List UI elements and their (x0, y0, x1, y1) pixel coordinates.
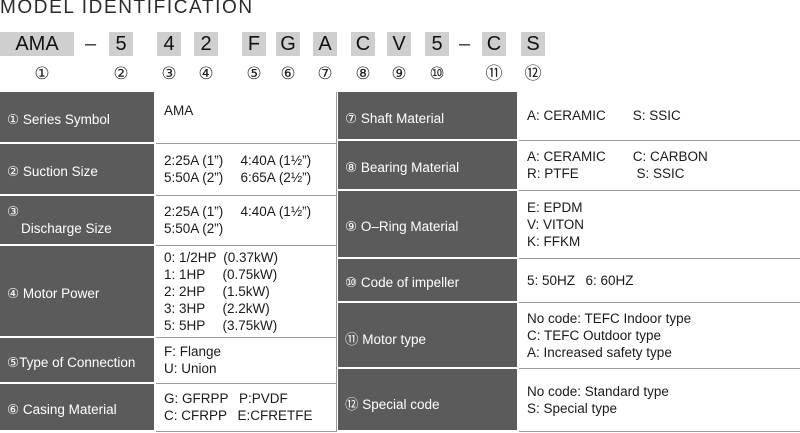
table-row: ⑧ Bearing Material A: CERAMIC C: CARBON … (338, 140, 800, 191)
value-line: AMA (164, 102, 194, 118)
row-label-type-of-connection: ⑤Type of Connection (0, 337, 156, 384)
code-char-motor-type: C (482, 32, 506, 56)
row-value-motor-type: No code: TEFC Indoor type C: TEFC Outdoo… (518, 302, 800, 369)
value-line: C: TEFC Outdoor type (527, 327, 662, 343)
code-char-impeller: 5 (425, 32, 449, 56)
value-line: 5:50A (2”) (164, 221, 224, 236)
row-value-suction-size: 2:25A (1”) 4:40A (1½”) 5:50A (2”) 6:65A … (155, 143, 337, 196)
row-value-type-of-connection: F: Flange U: Union (155, 337, 337, 384)
row-value-special-code: No code: Standard type S: Special type (518, 368, 800, 432)
value-line: G: GFRPP P:PVDF (164, 391, 288, 406)
position-number-row: ① ② ③ ④ ⑤ ⑥ ⑦ ⑧ ⑨ ⑩ ⑪ ⑫ (0, 64, 800, 84)
value-line: 2: 2HP (1.5kW) (164, 283, 270, 299)
value-line: No code: Standard type (527, 383, 669, 399)
table-row: ① Series Symbol AMA (0, 92, 337, 144)
row-value-series-symbol: AMA (155, 92, 337, 144)
position-number: ① (34, 64, 50, 83)
table-row: ④ Motor Power 0: 1/2HP (0.37kW) 1: 1HP (… (0, 245, 337, 338)
value-line: V: VITON (527, 216, 585, 232)
row-label-oring-material: ⑨ O–Ring Material (338, 190, 519, 259)
row-label-bearing-material: ⑧ Bearing Material (338, 140, 519, 191)
row-label-series-symbol: ① Series Symbol (0, 92, 156, 144)
value-line: A: CERAMIC S: SSIC (527, 108, 681, 124)
position-number: ⑪ (485, 64, 503, 83)
code-series: AMA (0, 32, 74, 56)
row-label-motor-power: ④ Motor Power (0, 245, 156, 338)
row-label-motor-type: ⑪ Motor type (338, 302, 519, 369)
row-label-discharge-size: ③ Discharge Size (0, 195, 156, 246)
row-label-shaft-material: ⑦ Shaft Material (338, 92, 519, 141)
code-dash-2: – (459, 33, 471, 55)
code-char-shaft: A (313, 32, 337, 56)
value-line: 2:25A (1”) 4:40A (1½”) (164, 204, 312, 219)
value-line: C: CFRPP E:CFRETFE (164, 408, 313, 423)
table-row: ⑦ Shaft Material A: CERAMIC S: SSIC (338, 92, 800, 141)
value-line: U: Union (164, 361, 217, 376)
value-line: A: Increased safety type (527, 344, 672, 360)
code-char-discharge: 4 (157, 32, 181, 56)
row-value-motor-power: 0: 1/2HP (0.37kW) 1: 1HP (0.75kW) 2: 2HP… (155, 245, 337, 338)
position-number: ④ (198, 64, 214, 83)
value-line: E: EPDM (527, 199, 583, 215)
table-row: ⑤Type of Connection F: Flange U: Union (0, 337, 337, 384)
row-value-casing-material: G: GFRPP P:PVDF C: CFRPP E:CFRETFE (155, 383, 337, 432)
table-row: ⑪ Motor type No code: TEFC Indoor type C… (338, 302, 800, 369)
value-line: 5: 50HZ 6: 60HZ (527, 272, 634, 288)
value-line: 0: 1/2HP (0.37kW) (164, 249, 279, 265)
position-number: ⑩ (429, 64, 445, 83)
value-line: 5: 5HP (3.75kW) (164, 317, 278, 333)
code-char-suction: 5 (109, 32, 133, 56)
position-number: ② (113, 64, 129, 83)
row-label-special-code: ⑫ Special code (338, 368, 519, 432)
value-line: S: Special type (527, 400, 618, 416)
position-number: ⑦ (317, 64, 333, 83)
row-label-casing-material: ⑥ Casing Material (0, 383, 156, 432)
value-line: 3: 3HP (2.2kW) (164, 300, 270, 316)
model-code-row: AMA – 5 4 2 F G A C V 5 – C S (0, 32, 800, 58)
row-value-code-of-impeller: 5: 50HZ 6: 60HZ (518, 258, 800, 303)
value-line: K: FFKM (527, 233, 581, 249)
row-value-shaft-material: A: CERAMIC S: SSIC (518, 92, 800, 141)
row-value-oring-material: E: EPDM V: VITON K: FFKM (518, 190, 800, 259)
code-char-bearing: C (351, 32, 375, 56)
position-number: ⑤ (246, 64, 262, 83)
label-text: Discharge Size (21, 221, 112, 236)
value-line: F: Flange (164, 344, 222, 359)
value-line: 5:50A (2”) 6:65A (2½”) (164, 170, 312, 185)
position-number: ⑧ (355, 64, 371, 83)
code-char-oring: V (387, 32, 411, 56)
position-number: ⑫ (524, 64, 542, 83)
value-line: R: PTFE S: SSIC (527, 166, 685, 181)
table-row: ⑫ Special code No code: Standard type S:… (338, 368, 800, 432)
code-char-motor-power: 2 (194, 32, 218, 56)
spec-table-right: ⑦ Shaft Material A: CERAMIC S: SSIC ⑧ Be… (338, 92, 800, 432)
value-line: 2:25A (1”) 4:40A (1½”) (164, 153, 312, 168)
value-line: 1: 1HP (0.75kW) (164, 266, 278, 282)
code-char-casing: G (276, 32, 300, 56)
code-char-special: S (521, 32, 545, 56)
value-line: A: CERAMIC C: CARBON (527, 149, 708, 164)
code-char-connection: F (242, 32, 266, 56)
table-row: ⑥ Casing Material G: GFRPP P:PVDF C: CFR… (0, 383, 337, 432)
row-value-discharge-size: 2:25A (1”) 4:40A (1½”) 5:50A (2”) (155, 195, 337, 246)
position-number: ⑨ (391, 64, 407, 83)
table-row: ③ Discharge Size 2:25A (1”) 4:40A (1½”) … (0, 195, 337, 246)
spec-table-left: ① Series Symbol AMA ② Suction Size 2:25A… (0, 92, 337, 432)
code-dash-1: – (85, 33, 97, 55)
table-row: ⑩ Code of impeller 5: 50HZ 6: 60HZ (338, 258, 800, 303)
page-title: MODEL IDENTIFICATION (0, 0, 254, 18)
table-row: ⑨ O–Ring Material E: EPDM V: VITON K: FF… (338, 190, 800, 259)
row-label-code-of-impeller: ⑩ Code of impeller (338, 258, 519, 303)
table-row: ② Suction Size 2:25A (1”) 4:40A (1½”) 5:… (0, 143, 337, 196)
row-value-bearing-material: A: CERAMIC C: CARBON R: PTFE S: SSIC (518, 140, 800, 191)
position-number: ⑥ (280, 64, 296, 83)
value-line: No code: TEFC Indoor type (527, 310, 692, 326)
label-number: ③ (7, 204, 20, 219)
row-label-suction-size: ② Suction Size (0, 143, 156, 196)
position-number: ③ (161, 64, 177, 83)
